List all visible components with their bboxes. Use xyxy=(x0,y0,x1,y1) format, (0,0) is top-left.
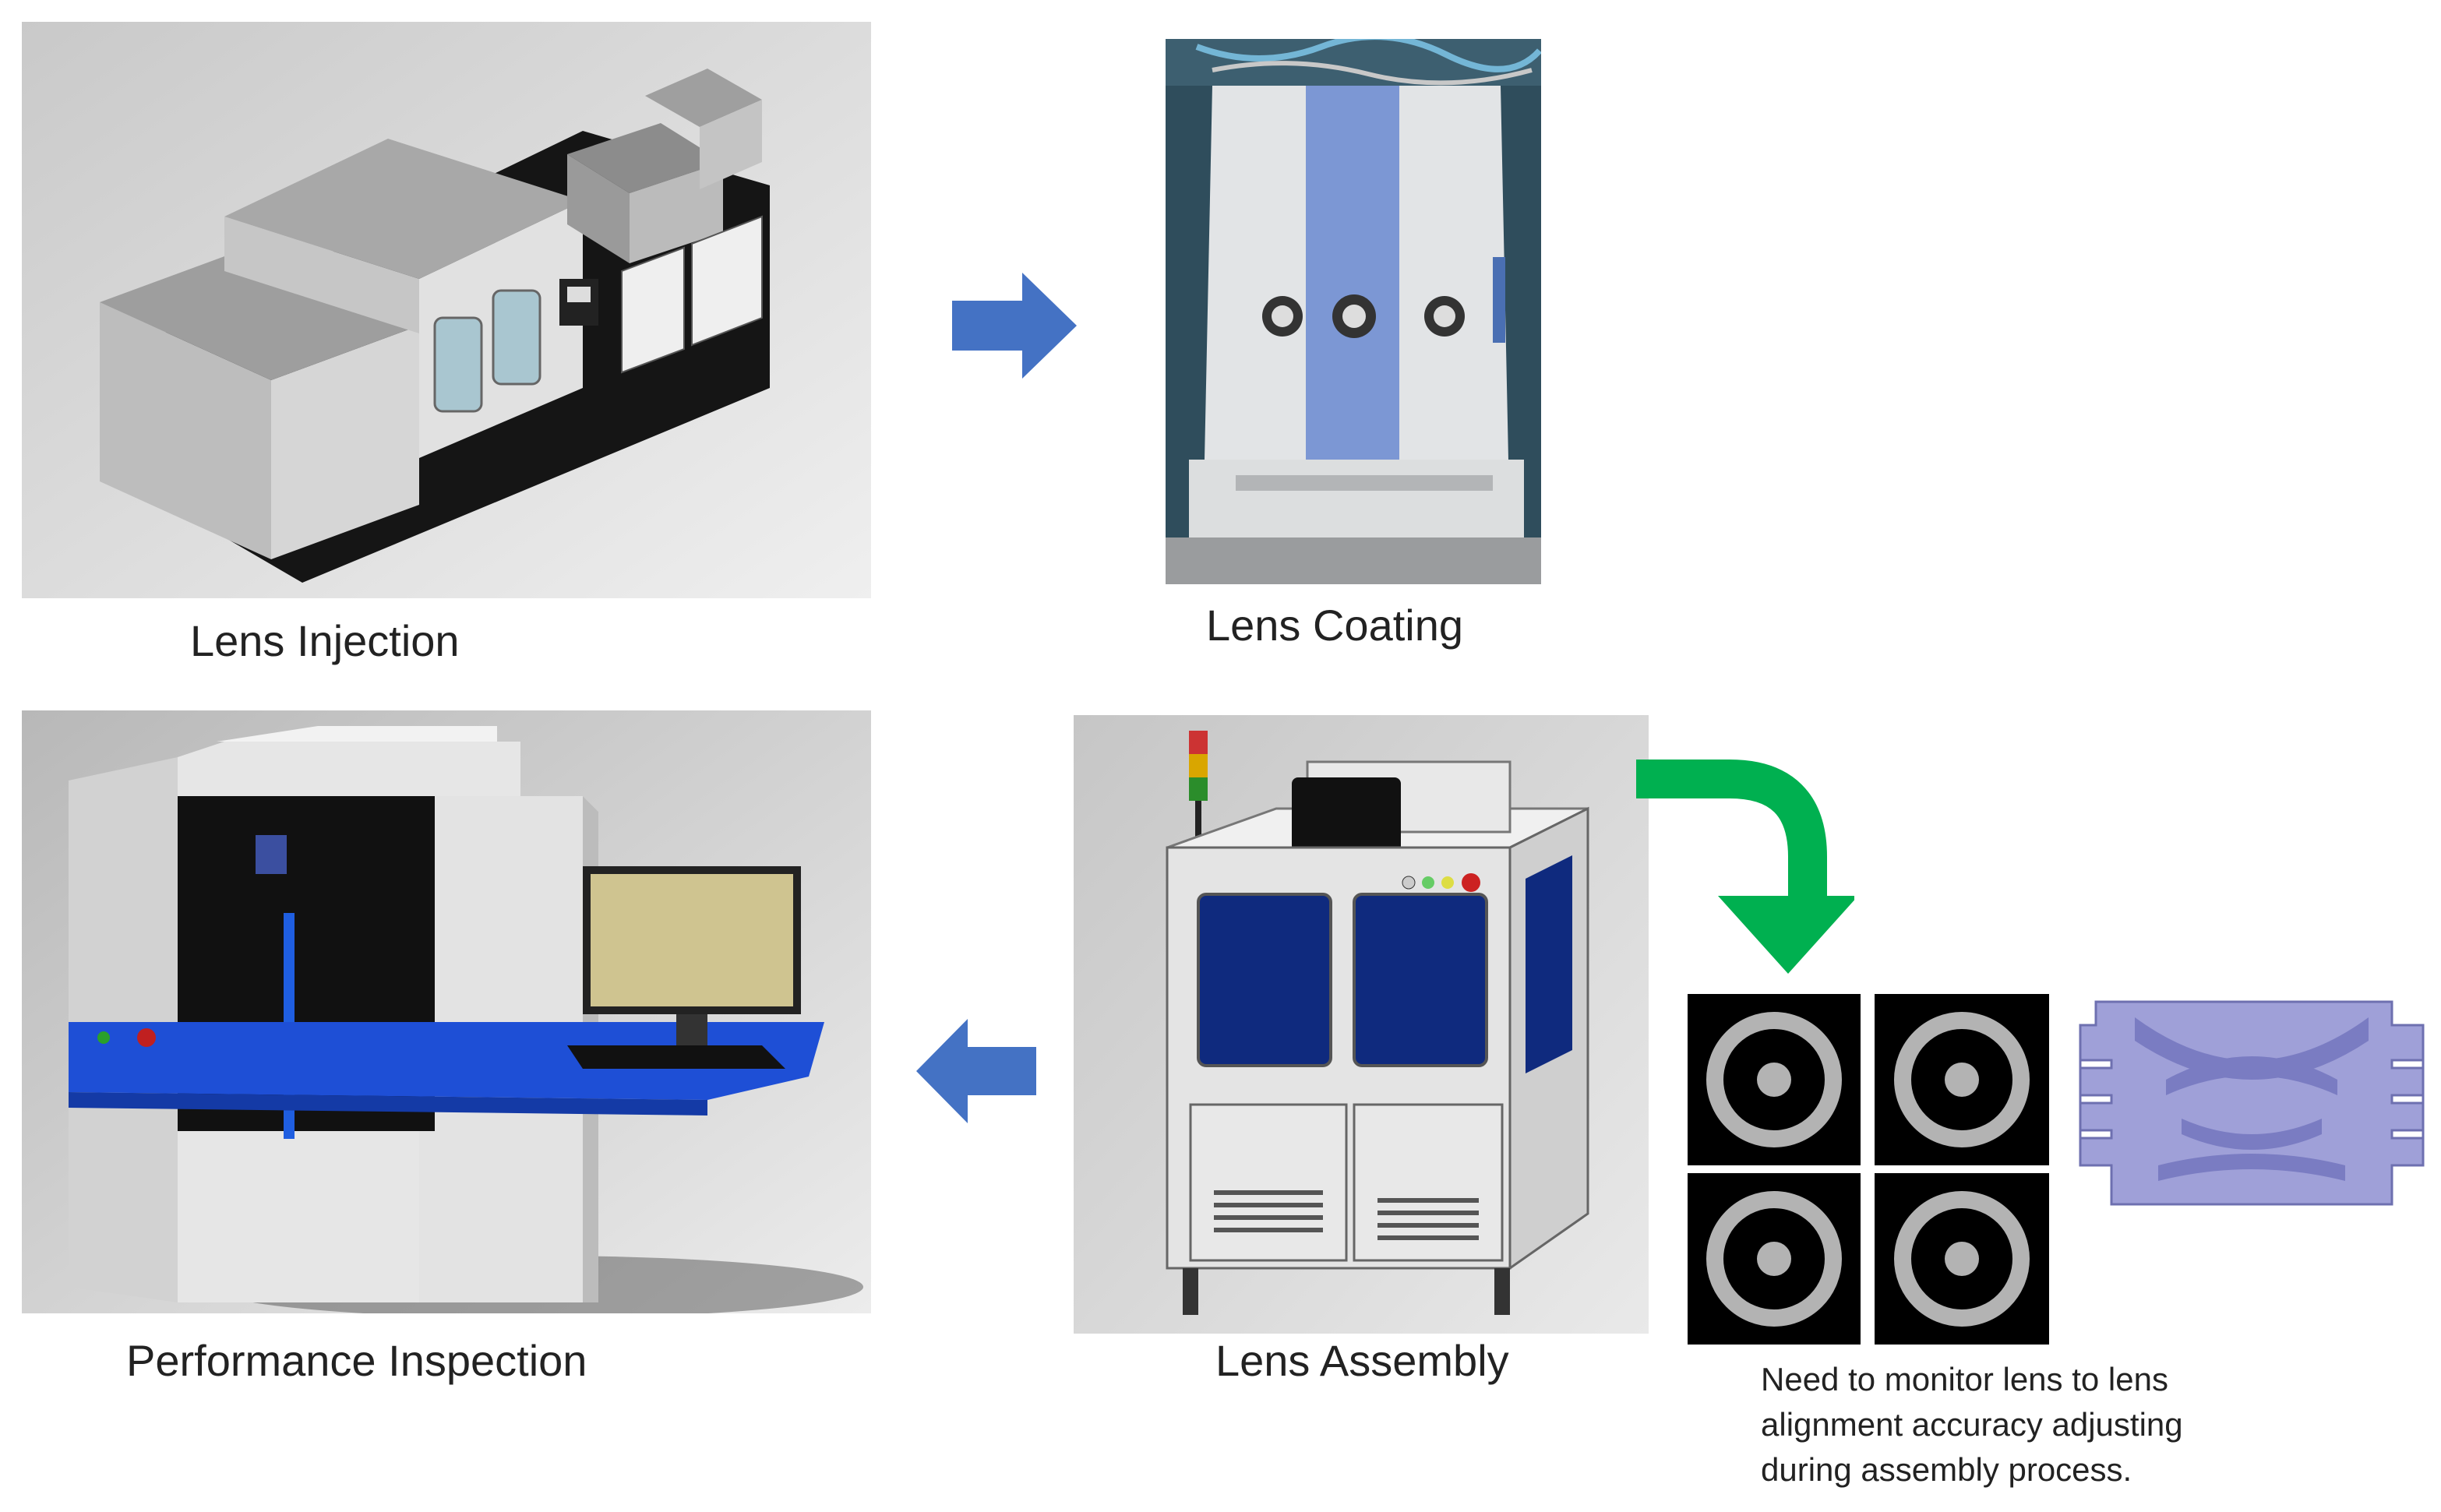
lens-injection-label: Lens Injection xyxy=(190,616,460,665)
alignment-note: Need to monitor lens to lens alignment a… xyxy=(1761,1357,2183,1493)
lens-assembly-image xyxy=(1074,715,1649,1334)
right-arrow-icon xyxy=(952,273,1077,379)
performance-inspection-image xyxy=(22,710,871,1313)
left-arrow-icon xyxy=(916,1019,1036,1123)
lens-assembly-label: Lens Assembly xyxy=(1215,1336,1509,1385)
curved-down-arrow-icon xyxy=(1636,757,1858,974)
alignment-target-grid xyxy=(1688,994,2049,1345)
alignment-note-line-3: during assembly process. xyxy=(1761,1451,2132,1488)
lens-coating-image xyxy=(1166,39,1541,584)
lens-stack-cross-section xyxy=(2065,986,2434,1212)
alignment-target-4 xyxy=(1875,1173,2049,1345)
performance-inspection-label: Performance Inspection xyxy=(126,1336,587,1385)
alignment-note-line-1: Need to monitor lens to lens xyxy=(1761,1361,2168,1397)
lens-coating-label: Lens Coating xyxy=(1206,601,1464,650)
alignment-target-2 xyxy=(1875,994,2049,1165)
alignment-note-line-2: alignment accuracy adjusting xyxy=(1761,1406,2183,1443)
alignment-target-1 xyxy=(1688,994,1861,1165)
alignment-target-3 xyxy=(1688,1173,1861,1345)
lens-injection-image xyxy=(22,22,871,598)
